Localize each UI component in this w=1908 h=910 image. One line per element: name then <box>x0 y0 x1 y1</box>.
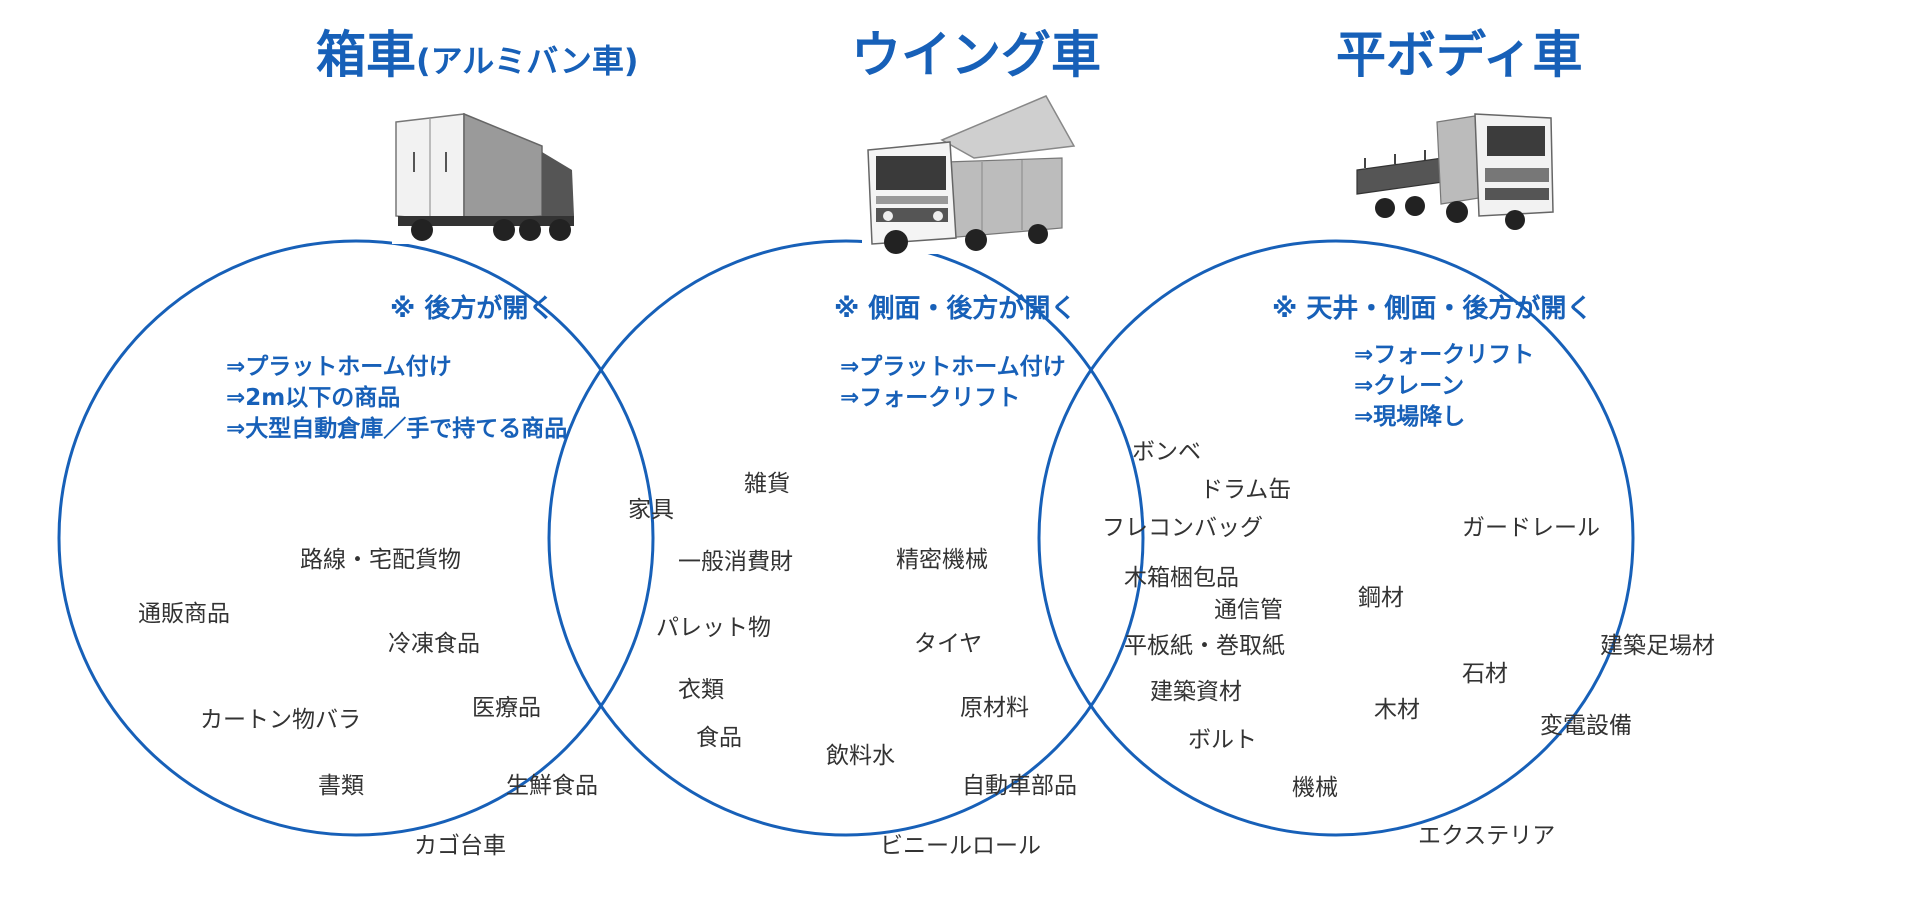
cargo-item: 自動車部品 <box>962 773 1077 799</box>
cargo-item: 変電設備 <box>1540 713 1632 739</box>
wing-truck-image <box>862 88 1084 254</box>
box-truck-opens: ※ 後方が開く <box>390 294 555 324</box>
cargo-item: 書類 <box>318 773 364 799</box>
cargo-item: 生鮮食品 <box>506 773 598 799</box>
feature-item: ⇒2m以下の商品 <box>226 385 401 411</box>
cargo-item: 路線・宅配貨物 <box>300 547 461 573</box>
cargo-item: 平板紙・巻取紙 <box>1124 633 1285 659</box>
cargo-item: フレコンバッグ <box>1102 515 1263 541</box>
cargo-item: ビニールロール <box>880 833 1041 859</box>
wing-truck-title: ウイング車 <box>851 26 1101 84</box>
cargo-item: 家具 <box>628 497 674 523</box>
cargo-item: 食品 <box>696 725 742 751</box>
cargo-item: カゴ台車 <box>414 833 506 859</box>
flat-truck-circle <box>1037 239 1635 837</box>
box-truck-title-main: 箱車 <box>316 26 416 84</box>
cargo-item: 木箱梱包品 <box>1124 565 1239 591</box>
wing-truck-features: ⇒プラットホーム付け ⇒フォークリフト <box>840 352 1066 414</box>
feature-item: ⇒クレーン <box>1354 373 1465 399</box>
cargo-item: ボンベ <box>1132 439 1201 465</box>
cargo-item: カートン物バラ <box>200 707 361 733</box>
cargo-item: 衣類 <box>678 677 724 703</box>
cargo-item: 鋼材 <box>1358 585 1404 611</box>
flat-truck-opens: ※ 天井・側面・後方が開く <box>1272 294 1593 324</box>
cargo-item: 建築資材 <box>1150 679 1242 705</box>
cargo-item: タイヤ <box>914 631 983 657</box>
cargo-item: 飲料水 <box>826 743 895 769</box>
feature-item: ⇒大型自動倉庫／手で持てる商品 <box>226 416 568 442</box>
feature-item: ⇒現場降し <box>1354 404 1466 430</box>
cargo-item: 雑貨 <box>744 471 790 497</box>
box-truck-features: ⇒プラットホーム付け ⇒2m以下の商品 ⇒大型自動倉庫／手で持てる商品 <box>226 352 567 445</box>
flat-truck-image <box>1355 108 1557 230</box>
feature-item: ⇒プラットホーム付け <box>840 354 1066 380</box>
cargo-item: 建築足場材 <box>1600 633 1715 659</box>
cargo-item: ドラム缶 <box>1200 477 1292 503</box>
box-truck-title: 箱車(アルミバン車) <box>316 30 639 80</box>
cargo-item: 石材 <box>1462 661 1508 687</box>
flat-truck-title: 平ボディ車 <box>1336 26 1583 84</box>
cargo-item: 医療品 <box>472 695 541 721</box>
box-truck-title-suffix: (アルミバン車) <box>416 42 639 80</box>
cargo-item: 機械 <box>1292 775 1338 801</box>
feature-item: ⇒フォークリフト <box>1354 342 1535 368</box>
cargo-item: 冷凍食品 <box>388 631 480 657</box>
box-truck-image <box>392 112 578 244</box>
feature-item: ⇒フォークリフト <box>840 385 1021 411</box>
feature-item: ⇒プラットホーム付け <box>226 354 452 380</box>
cargo-item: 通信管 <box>1214 597 1283 623</box>
cargo-item: 原材料 <box>960 695 1029 721</box>
wing-truck-opens: ※ 側面・後方が開く <box>834 294 1077 324</box>
flat-truck-features: ⇒フォークリフト ⇒クレーン ⇒現場降し <box>1354 340 1534 433</box>
cargo-item: ボルト <box>1188 727 1257 753</box>
cargo-item: 通販商品 <box>138 601 230 627</box>
cargo-item: エクステリア <box>1418 823 1556 849</box>
cargo-item: ガードレール <box>1462 515 1600 541</box>
cargo-item: パレット物 <box>656 615 771 641</box>
cargo-item: 精密機械 <box>896 547 988 573</box>
cargo-item: 一般消費財 <box>678 549 793 575</box>
box-truck-circle <box>57 239 655 837</box>
wing-truck-circle <box>547 239 1145 837</box>
cargo-item: 木材 <box>1374 697 1420 723</box>
